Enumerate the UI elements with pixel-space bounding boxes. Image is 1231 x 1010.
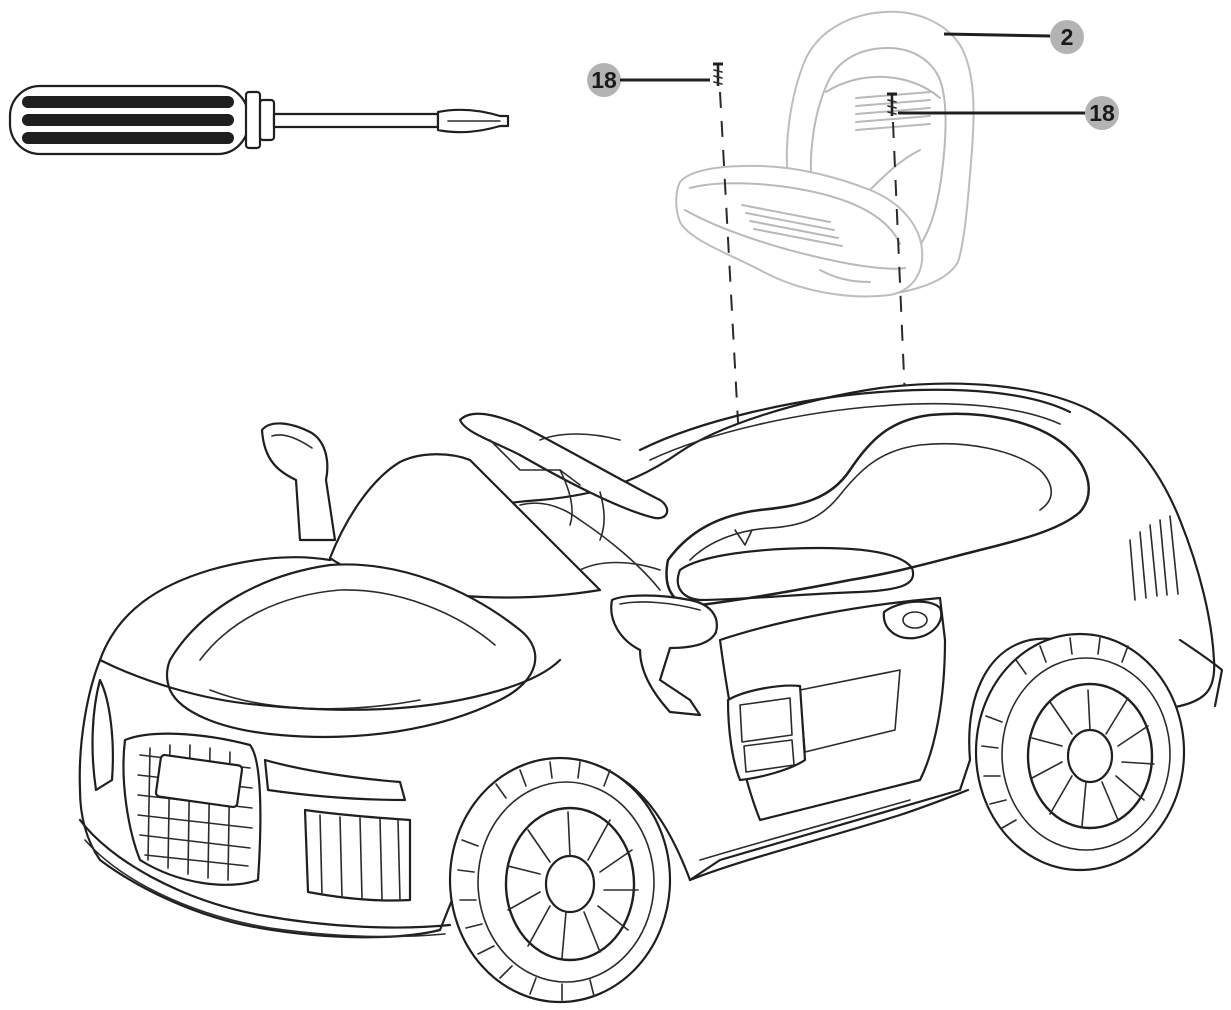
screwdriver-icon xyxy=(8,84,510,156)
svg-text:18: 18 xyxy=(591,67,617,93)
svg-text:18: 18 xyxy=(1089,100,1115,126)
callout-18-left: 18 xyxy=(587,63,710,97)
front-wheel xyxy=(448,756,672,1004)
screw-icon xyxy=(713,62,723,86)
seat-icon xyxy=(675,10,975,298)
rear-wheel xyxy=(974,632,1186,872)
svg-text:2: 2 xyxy=(1061,24,1074,50)
callout-18-right: 18 xyxy=(898,96,1119,130)
ride-on-car-icon xyxy=(78,382,1224,1004)
screw-icon xyxy=(887,92,897,116)
alignment-line-right xyxy=(892,121,913,561)
alignment-line-left xyxy=(719,91,745,533)
callout-2: 2 xyxy=(943,20,1084,54)
side-vents xyxy=(1129,515,1179,601)
